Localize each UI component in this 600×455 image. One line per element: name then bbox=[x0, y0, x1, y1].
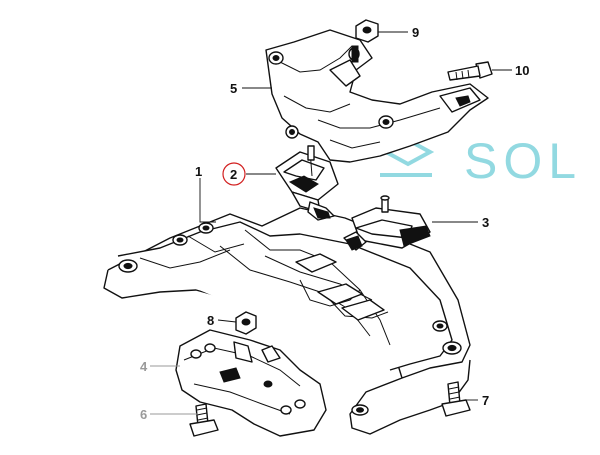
callout-4: 4 bbox=[140, 359, 148, 374]
watermark-text: SOL bbox=[464, 133, 582, 189]
part-6-bolt bbox=[189, 403, 219, 437]
part-7-bolt bbox=[441, 381, 471, 417]
watermark-logo: SOL bbox=[380, 115, 582, 189]
callout-6: 6 bbox=[140, 407, 147, 422]
callout-2-highlight bbox=[222, 162, 246, 186]
callout-10: 10 bbox=[515, 63, 529, 78]
part-4-bracket bbox=[175, 329, 327, 437]
callout-5: 5 bbox=[230, 81, 237, 96]
callout-2: 2 bbox=[230, 167, 237, 182]
part-1-crossmember bbox=[103, 207, 471, 435]
part-3-mount bbox=[343, 195, 431, 251]
part-9-nut bbox=[355, 19, 379, 43]
leader-lines bbox=[150, 31, 512, 415]
callout-9: 9 bbox=[412, 25, 419, 40]
part-5-bracket bbox=[265, 29, 489, 163]
callout-8: 8 bbox=[207, 313, 214, 328]
callout-1: 1 bbox=[195, 164, 202, 179]
part-2-mount bbox=[275, 145, 339, 221]
part-10-bolt bbox=[447, 61, 493, 81]
callout-7: 7 bbox=[482, 393, 489, 408]
callout-3: 3 bbox=[482, 215, 489, 230]
callout-labels: 1 2 3 4 5 6 7 8 9 10 bbox=[140, 25, 529, 422]
part-8-nut bbox=[235, 311, 257, 335]
